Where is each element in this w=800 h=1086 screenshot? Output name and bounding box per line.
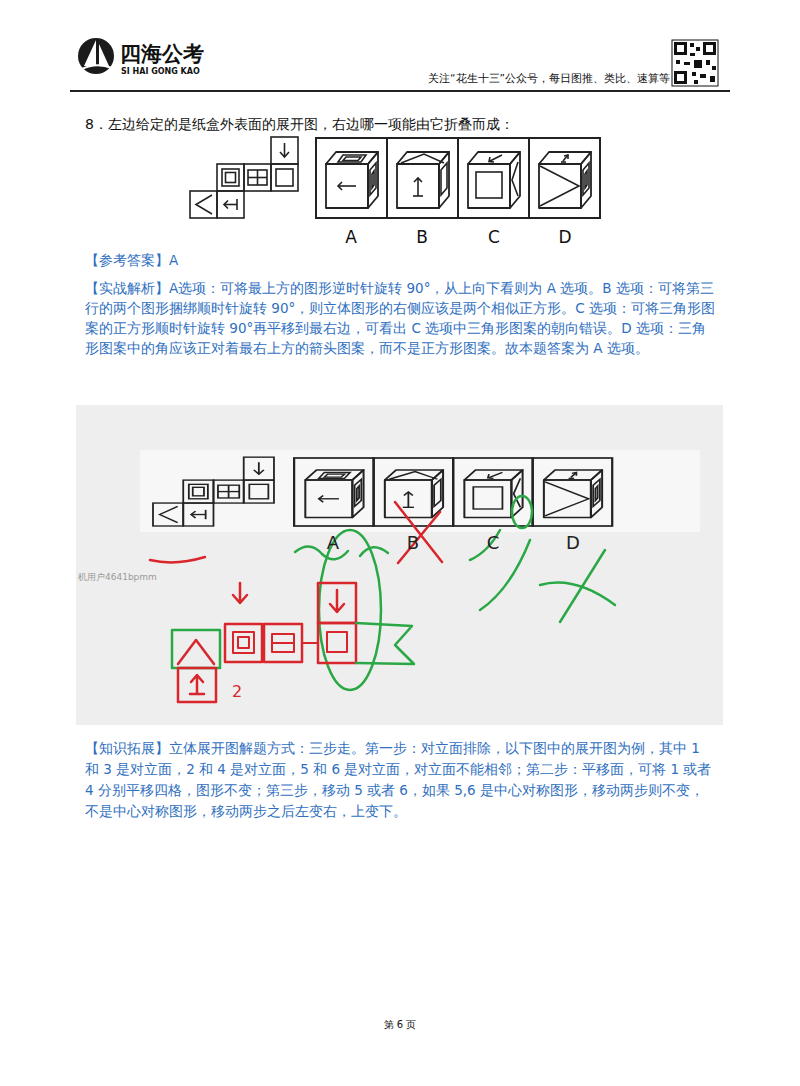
option-letter: A: [336, 226, 366, 248]
option-letter: A: [318, 531, 348, 554]
answer-line: 【参考答案】A: [85, 252, 385, 270]
option-letter: C: [478, 531, 508, 554]
option-letter: B: [398, 531, 428, 554]
logo-title: 四海公考: [120, 41, 240, 68]
logo-subtitle: SI HAI GONG KAO: [121, 67, 241, 77]
analysis-paragraph: 【实战解析】A选项：可将最上方的图形逆时针旋转 90°，从上向下看则为 A 选项…: [85, 278, 717, 358]
question-text: 8．左边给定的是纸盒外表面的展开图，右边哪一项能由它折叠而成：: [85, 115, 725, 133]
option-letter: C: [479, 226, 509, 248]
handwritten-number: 2: [232, 682, 252, 703]
knowledge-paragraph: 【知识拓展】立体展开图解题方式：三步走。第一步：对立面排除，以下图中的展开图为例…: [85, 738, 717, 822]
option-letter: B: [407, 226, 437, 248]
watermark: 机用户4641bpmm: [78, 572, 188, 584]
page-number: 第 6 页: [350, 1018, 450, 1031]
option-letter: D: [550, 226, 580, 248]
option-letter: D: [558, 531, 588, 554]
header-note: 关注“花生十三”公众号，每日图推、类比、速算等: [330, 72, 670, 86]
